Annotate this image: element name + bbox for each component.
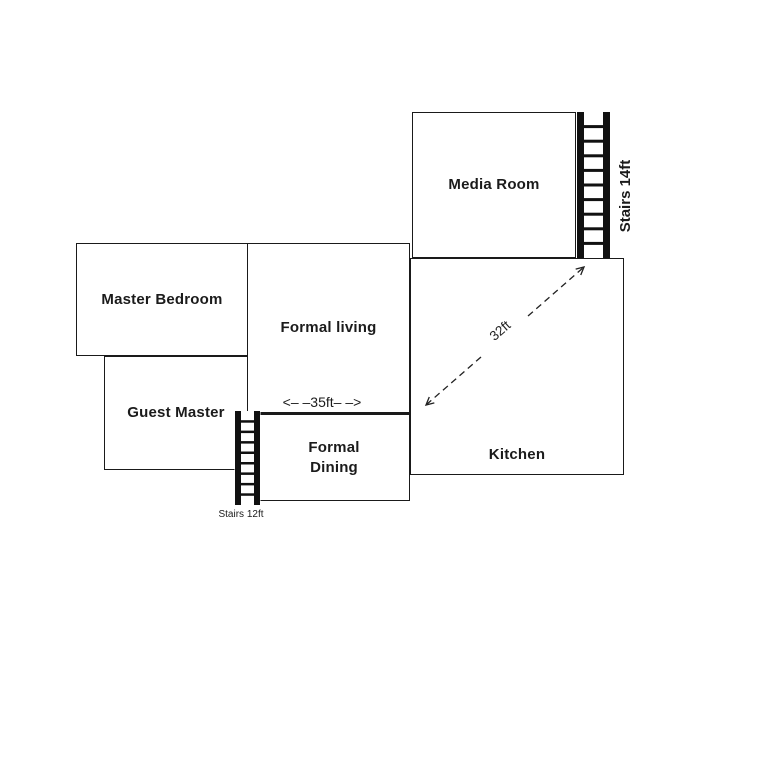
living-width-dimension-label: <– –35ft– –> [282,394,362,410]
room-label-media-room: Media Room [448,176,540,194]
room-kitchen: Kitchen [410,258,624,475]
room-master-bedroom: Master Bedroom [76,243,248,356]
room-guest-master: Guest Master [104,356,248,470]
room-label-guest-master: Guest Master [127,404,225,422]
stairs-14ft-label: Stairs 14ft [617,159,634,233]
stairs-12ft-label: Stairs 12ft [218,509,264,520]
room-media-room: Media Room [412,112,576,258]
room-label-formal-dining-line1: Formal [308,439,360,456]
room-label-formal-dining: Formal Dining [308,438,359,477]
room-label-kitchen: Kitchen [488,445,546,463]
room-formal-dining: Formal Dining [258,413,410,501]
room-label-formal-dining-line2: Dining [310,458,358,476]
room-formal-living: Formal living [247,243,410,413]
stairs-14ft-ladder-icon [576,112,611,258]
room-label-formal-living: Formal living [280,319,377,337]
room-label-master-bedroom: Master Bedroom [101,290,223,308]
